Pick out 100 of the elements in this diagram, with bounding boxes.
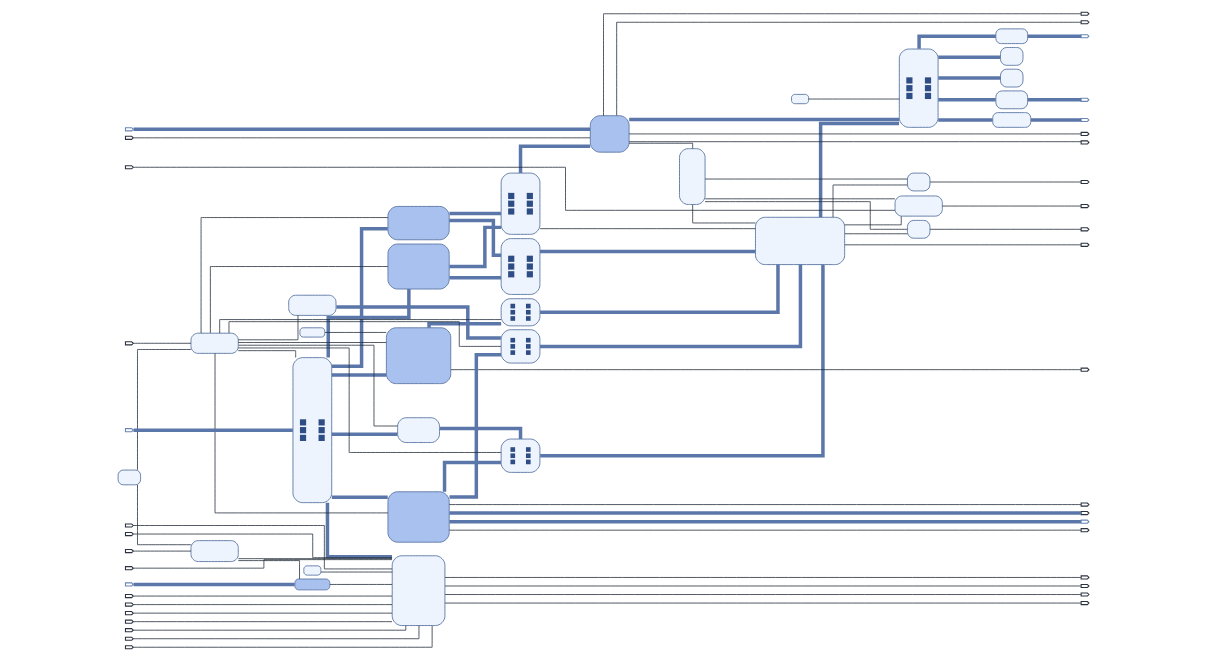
node-pentagon	[124, 523, 134, 528]
node-box	[190, 540, 239, 563]
connector	[444, 577, 1081, 578]
connector	[214, 353, 388, 514]
connector	[628, 133, 1082, 135]
node-box	[302, 565, 321, 576]
node-pentagon	[1080, 583, 1090, 589]
connector	[136, 349, 191, 471]
connector	[628, 142, 693, 149]
connector	[448, 504, 1081, 505]
node-pentagon	[124, 165, 134, 170]
connector	[448, 511, 1081, 515]
node-box	[894, 195, 943, 217]
connector	[448, 225, 501, 269]
connector	[448, 519, 1081, 524]
connector	[844, 244, 1081, 246]
connector	[325, 502, 392, 559]
connector	[237, 560, 300, 580]
connector	[691, 204, 756, 224]
connector	[132, 137, 590, 139]
connector	[132, 625, 406, 631]
node-pentagon	[1080, 600, 1090, 606]
node-box	[678, 148, 706, 205]
node-pentagon	[1080, 140, 1090, 145]
node-box	[500, 172, 540, 235]
node-box	[500, 438, 540, 473]
node-box	[994, 90, 1028, 110]
connector	[132, 604, 392, 605]
connector	[439, 426, 522, 439]
node-box	[500, 298, 540, 327]
node-pentagon	[124, 531, 134, 537]
node-pentagon	[1080, 575, 1090, 580]
connector	[539, 264, 780, 315]
connector	[937, 76, 1000, 80]
connector	[132, 621, 392, 623]
connector	[1027, 98, 1081, 102]
connector	[218, 319, 501, 334]
node-box	[117, 469, 141, 486]
node-box	[906, 172, 930, 192]
connector	[335, 305, 501, 340]
connector	[539, 228, 756, 230]
node-pentagon	[1080, 34, 1090, 39]
node-box	[385, 327, 451, 385]
connector	[539, 249, 755, 254]
connector	[132, 625, 433, 648]
node-pentagon	[1080, 179, 1090, 185]
connector	[704, 178, 908, 180]
node-pentagon	[124, 549, 134, 554]
node-pentagon	[124, 611, 134, 616]
node-pentagon	[1080, 20, 1090, 25]
node-pentagon	[124, 127, 134, 132]
node-pentagon	[1080, 131, 1090, 137]
connector	[444, 594, 1081, 595]
node-pentagon	[1080, 502, 1090, 507]
connector	[237, 350, 296, 358]
node-pentagon	[1080, 592, 1090, 597]
node-pentagon	[1080, 11, 1090, 16]
connector	[539, 264, 802, 349]
connector	[442, 460, 501, 492]
connector	[704, 198, 895, 200]
node-pentagon	[124, 135, 134, 140]
connector	[518, 144, 590, 173]
node-pentagon	[124, 582, 134, 587]
connector	[132, 525, 392, 570]
node-box	[754, 216, 845, 266]
connector	[133, 127, 590, 132]
connector	[448, 529, 1081, 531]
connector	[133, 582, 295, 587]
node-pentagon	[124, 593, 134, 599]
connector	[448, 276, 501, 280]
node-box	[589, 115, 630, 153]
connector	[843, 215, 902, 226]
connector	[818, 121, 899, 218]
node-pentagon	[1080, 117, 1090, 123]
node-box	[292, 357, 332, 504]
node-box	[991, 112, 1031, 128]
connector	[448, 211, 501, 216]
connector	[132, 559, 392, 569]
node-box	[298, 327, 325, 338]
connector	[132, 625, 419, 640]
connector	[329, 584, 392, 585]
connector	[832, 184, 908, 218]
connector	[1027, 34, 1081, 38]
connector	[133, 428, 293, 432]
connector	[937, 118, 993, 122]
connector	[237, 315, 298, 341]
node-pentagon	[124, 619, 134, 624]
node-pentagon	[124, 602, 134, 607]
node-box	[190, 332, 239, 354]
connector	[929, 181, 1081, 183]
connector	[450, 369, 1081, 371]
connector	[937, 98, 996, 102]
connector	[132, 342, 191, 344]
connector	[704, 201, 908, 230]
node-box	[898, 48, 939, 128]
node-box	[500, 329, 540, 364]
connector	[228, 321, 501, 347]
connector	[237, 347, 501, 453]
connector	[844, 233, 908, 235]
node-box	[999, 47, 1023, 66]
